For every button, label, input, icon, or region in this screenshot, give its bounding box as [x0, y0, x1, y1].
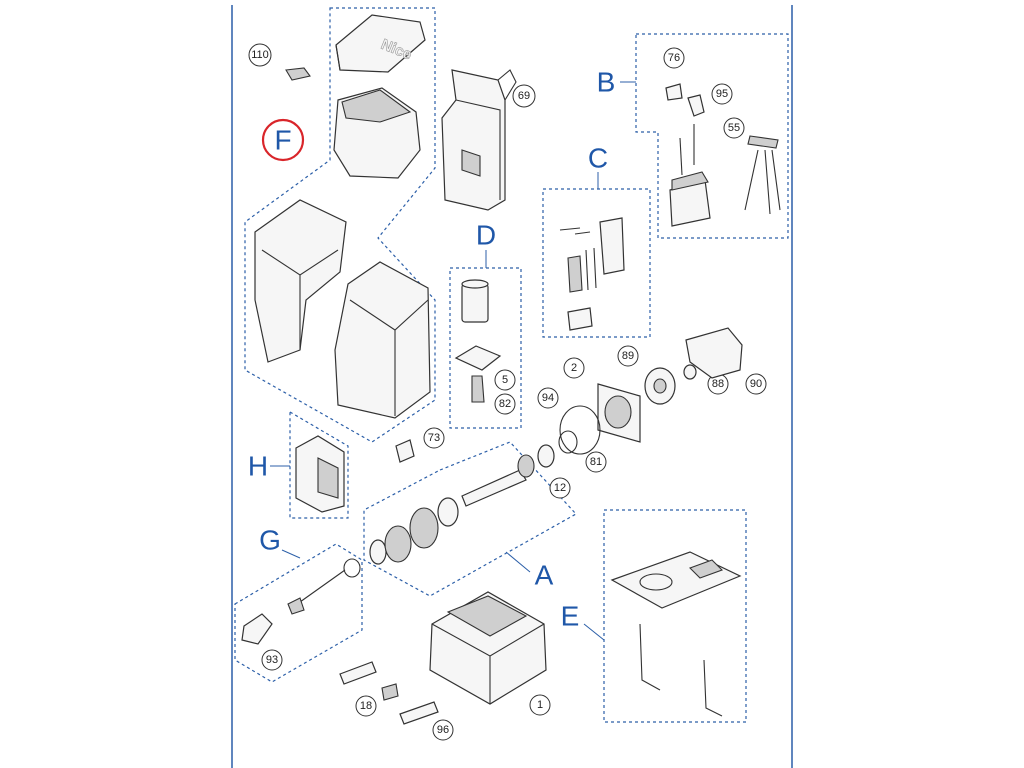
- group-f-letter: F: [274, 125, 291, 156]
- rear-housing-part: [334, 261, 431, 419]
- group-g-letter: G: [259, 525, 281, 556]
- group-h-board[interactable]: H: [248, 410, 349, 519]
- svg-text:89: 89: [622, 350, 634, 362]
- svg-text:93: 93: [266, 654, 278, 666]
- group-d-letter: D: [476, 220, 496, 251]
- group-f-boundary: [244, 7, 436, 443]
- group-e-foundation-plate[interactable]: E: [561, 509, 747, 723]
- svg-text:73: 73: [428, 432, 440, 444]
- svg-text:5: 5: [502, 374, 508, 386]
- group-h-boundary: [289, 410, 349, 519]
- group-c-letter: C: [588, 143, 608, 174]
- top-cap-part: [335, 14, 426, 73]
- group-e-boundary: [603, 509, 747, 723]
- svg-text:1: 1: [537, 699, 543, 711]
- svg-text:81: 81: [590, 456, 602, 468]
- group-d-motor[interactable]: D 5 82: [449, 220, 522, 429]
- group-d-boundary: [449, 267, 522, 429]
- svg-text:82: 82: [499, 398, 511, 410]
- limit-part-73[interactable]: 73: [395, 427, 445, 463]
- group-g-release[interactable]: G 93: [234, 525, 363, 683]
- group-f-highlight-circle: [261, 118, 305, 162]
- group-a-letter: A: [535, 560, 554, 591]
- group-c-control-board[interactable]: C: [542, 143, 651, 338]
- group-g-boundary: [234, 543, 363, 683]
- svg-text:69: 69: [518, 90, 530, 102]
- svg-text:96: 96: [437, 724, 449, 736]
- spacer-part-18[interactable]: 18: [339, 661, 399, 717]
- spacer-part-96[interactable]: 96: [399, 701, 454, 741]
- group-h-letter: H: [248, 451, 268, 482]
- group-f-covers[interactable]: Nice: [244, 7, 436, 443]
- svg-text:88: 88: [712, 378, 724, 390]
- svg-text:2: 2: [571, 362, 577, 374]
- svg-text:110: 110: [251, 49, 269, 61]
- svg-text:55: 55: [728, 122, 740, 134]
- svg-text:76: 76: [668, 52, 680, 64]
- group-a-gears[interactable]: A 12: [363, 441, 577, 597]
- svg-text:90: 90: [750, 378, 762, 390]
- group-b-letter: B: [597, 67, 616, 98]
- svg-text:12: 12: [554, 482, 566, 494]
- group-b-transformer[interactable]: B 76 95 55: [597, 33, 789, 239]
- svg-text:95: 95: [716, 88, 728, 100]
- clip-part-110[interactable]: 110: [248, 43, 311, 81]
- svg-text:94: 94: [542, 392, 554, 404]
- group-e-letter: E: [561, 601, 580, 632]
- base-part-1[interactable]: 1: [429, 591, 551, 716]
- group-b-boundary: [635, 33, 789, 239]
- bracket-part-69[interactable]: 69: [441, 69, 536, 211]
- svg-text:18: 18: [360, 700, 372, 712]
- gear-housing-assembly[interactable]: 2 89 88 90 94 81: [537, 327, 767, 473]
- group-c-boundary: [542, 188, 651, 338]
